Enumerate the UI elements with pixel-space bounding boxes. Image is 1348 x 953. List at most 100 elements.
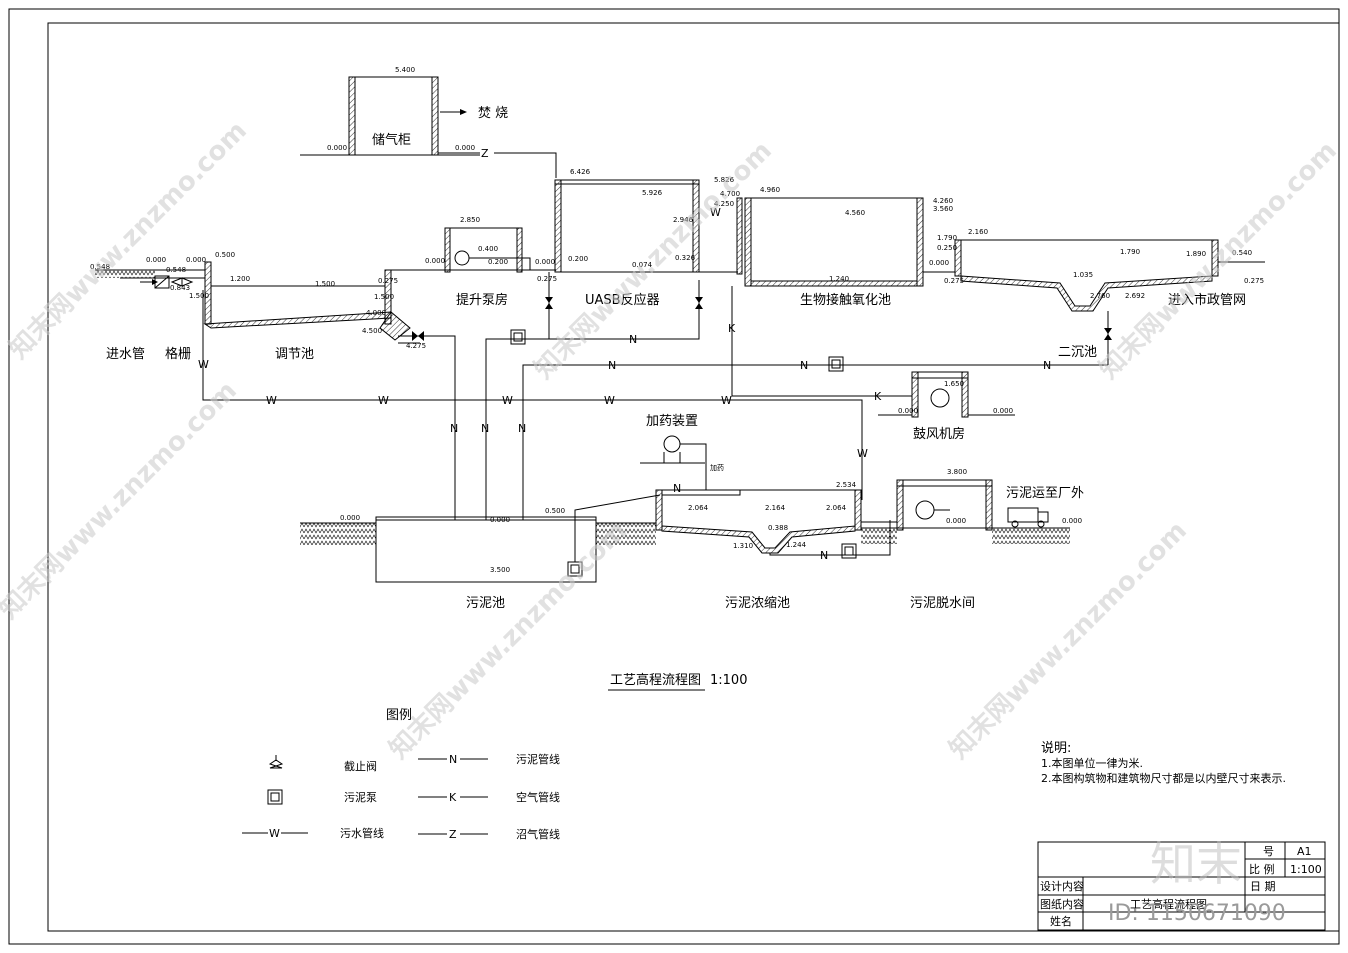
sludge-out-label: 污泥运至厂外 (1006, 486, 1084, 501)
pipe-code: N (800, 359, 808, 372)
sludge-pump-icon (267, 789, 283, 805)
elev-label: 1.790 (1120, 248, 1140, 256)
name-label: 姓名 (1050, 914, 1072, 928)
dosing-label: 加药 (710, 463, 724, 472)
scale-value: 1:100 (1290, 863, 1322, 876)
elev-label: 0.275 (378, 277, 398, 285)
inlet-section: 0.548 0.000 0.548 0.000 0.843 1.500 进水管 … (90, 256, 209, 362)
pipe-code: N (673, 482, 681, 495)
sludge-thickener: N 2.534 2.064 2.164 2.064 0.388 1.310 1.… (655, 481, 897, 611)
elev-label: 0.000 (946, 517, 966, 525)
scale-label: 比 例 (1249, 862, 1275, 876)
pipe-code: K (449, 791, 457, 804)
blower-room-label: 鼓风机房 (913, 426, 965, 442)
elev-label: 5.400 (395, 66, 415, 74)
sludge-tank: 0.000 0.000 0.500 3.500 污泥池 (300, 494, 661, 611)
elev-label: 0.000 (455, 144, 475, 152)
elev-label: 0.000 (898, 407, 918, 415)
elev-label: 0.200 (488, 258, 508, 266)
drawing-content-value: 工艺高程流程图 (1130, 897, 1207, 911)
elev-label: 1.790 (937, 234, 957, 242)
sludge-dewater-room: 3.800 0.000 0.000 污泥运至厂外 污泥脱水间 (861, 468, 1084, 611)
elev-label: 0.500 (545, 507, 565, 515)
elev-label: 1.244 (786, 541, 807, 549)
elev-label: 5.826 (714, 176, 735, 184)
uasb-reactor: 6.426 5.926 2.946 0.200 0.074 0.326 0.00… (522, 168, 703, 340)
pipe-code: N (449, 753, 457, 766)
legend-biogas-line: 沼气管线 (516, 827, 560, 841)
elev-label: 4.250 (714, 200, 734, 208)
sludge-dewater-label: 污泥脱水间 (910, 596, 975, 611)
notes-line2: 2.本图构筑物和建筑物尺寸都是以内壁尺寸来表示. (1041, 771, 1286, 785)
bio-oxidation-tank: 5.826 4.700 4.250 4.960 4.560 1.240 4.26… (699, 176, 964, 308)
secondary-clarifier: 2.160 1.790 0.250 1.790 1.890 1.035 2.76… (923, 228, 1265, 365)
pipe-code: N (1043, 359, 1051, 372)
grille-label: 格栅 (165, 346, 191, 362)
pipe-code: W (502, 394, 513, 407)
sheet-label: 号 (1263, 845, 1274, 858)
elev-label: 3.800 (947, 468, 967, 476)
bio-oxidation-label: 生物接触氧化池 (800, 292, 891, 308)
elev-label: 3.500 (490, 566, 510, 574)
incinerate-label: 焚 烧 (478, 106, 508, 121)
elev-label: 2.064 (688, 504, 709, 512)
dosing-pump-icon (663, 435, 681, 453)
elev-label: 1.650 (944, 380, 964, 388)
date-label: 日 期 (1250, 880, 1276, 893)
sludge-thickener-label: 污泥浓缩池 (725, 595, 790, 611)
title-name: 工艺高程流程图 (610, 672, 701, 688)
watermark-text: 知末网www.znzmo.com (0, 376, 243, 625)
elev-label: 0.000 (425, 257, 445, 265)
notes-line1: 1.本图单位一律为米. (1041, 756, 1143, 770)
sludge-pump-icon (510, 329, 526, 345)
secondary-clarifier-label: 二沉池 (1058, 345, 1097, 360)
drawing-content-label: 图纸内容 (1040, 897, 1084, 911)
uasb-label: UASB反应器 (585, 292, 660, 308)
pipe-code: N (608, 359, 616, 372)
elev-label: 0.540 (1232, 249, 1252, 257)
elev-label: 0.074 (632, 261, 653, 269)
elev-label: 1.240 (829, 275, 849, 283)
elev-label: 0.500 (215, 251, 235, 259)
elev-label: 0.400 (478, 245, 498, 253)
pipe-code: N (450, 422, 458, 435)
elev-label: 0.843 (170, 284, 190, 292)
gasholder: 储气柜 5.400 0.000 0.000 焚 烧 (308, 66, 508, 156)
pipe-code: N (481, 422, 489, 435)
elev-label: 0.275 (1244, 277, 1264, 285)
elev-label: 0.000 (340, 514, 360, 522)
sludge-tank-label: 污泥池 (466, 596, 505, 611)
elev-label: 0.326 (675, 254, 696, 262)
elev-label: 2.850 (460, 216, 480, 224)
pipe-code: N (518, 422, 526, 435)
elev-label: 2.160 (968, 228, 988, 236)
inner-frame (47, 22, 1340, 932)
pipe-code: W (710, 206, 721, 219)
regulating-tank-label: 调节池 (275, 347, 314, 362)
legend-air-line: 空气管线 (516, 790, 560, 804)
title-scale: 1:100 (710, 673, 747, 688)
elev-label: 4.700 (720, 190, 740, 198)
dosing-device: 加药装置 加药 (640, 414, 724, 490)
elev-label: 0.250 (937, 244, 957, 252)
sludge-pump-icon (841, 543, 857, 559)
watermarks: 知末网www.znzmo.com 知末网www.znzmo.com 知末网www… (0, 116, 1343, 926)
pipe-code: W (604, 394, 615, 407)
blower-room: 1.650 0.000 0.000 鼓风机房 (878, 371, 1013, 442)
legend-sewage-line: 污水管线 (340, 826, 384, 840)
elev-label: 4.560 (845, 209, 865, 217)
sludge-pump-icon (828, 356, 844, 372)
pipe-code: K (728, 322, 736, 335)
legend-title: 图例 (386, 708, 412, 723)
watermark-logo: 知末 (1150, 837, 1242, 891)
watermark-text: 知末网www.znzmo.com (384, 516, 633, 765)
dewater-pump-icon (915, 500, 935, 520)
ground-lines (300, 154, 1015, 416)
elev-label: 2.164 (765, 504, 786, 512)
notes-title: 说明: (1041, 741, 1071, 756)
elev-label: 0.000 (186, 256, 206, 264)
legend-sludge-line: 污泥管线 (516, 752, 560, 766)
pipe-code: N (820, 549, 828, 562)
pipe-code: K (874, 390, 882, 403)
